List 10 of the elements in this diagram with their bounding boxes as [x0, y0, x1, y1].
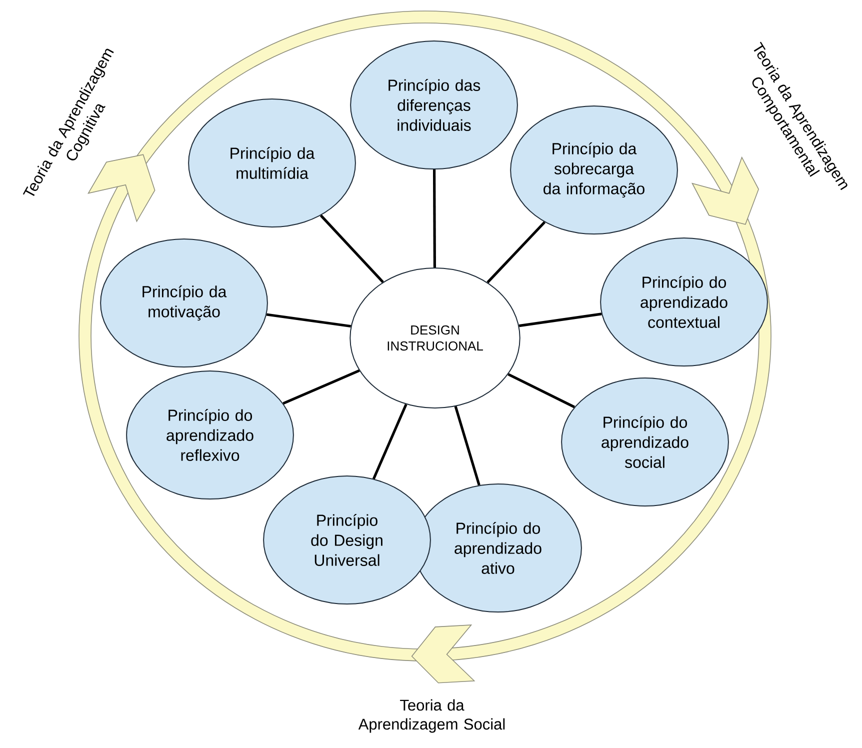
- connector-line: [320, 214, 384, 283]
- connector-line: [486, 221, 546, 284]
- connector-line: [372, 404, 408, 480]
- connector-line: [282, 369, 360, 405]
- connector-line: [508, 373, 576, 408]
- connector-line: [518, 312, 602, 328]
- connector-line: [432, 169, 436, 268]
- connector-line: [454, 406, 480, 486]
- theory-label: Teoria da Aprendizagem Social: [358, 699, 505, 733]
- connector-line: [266, 313, 352, 328]
